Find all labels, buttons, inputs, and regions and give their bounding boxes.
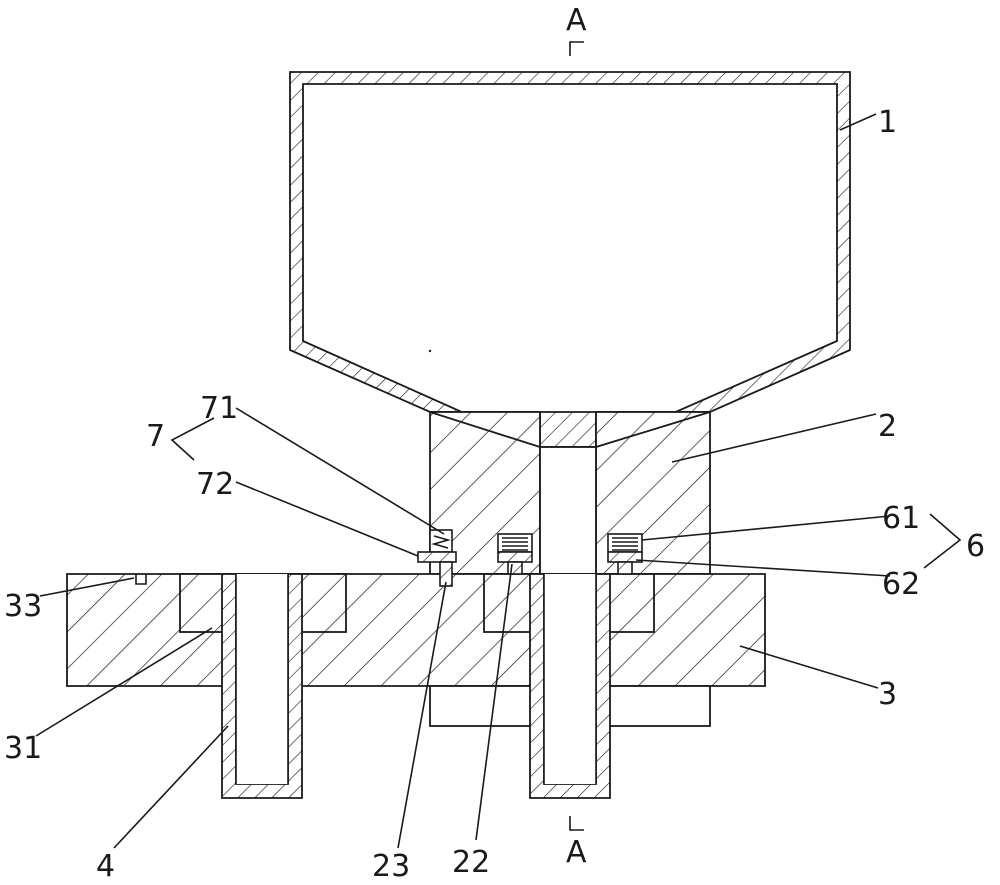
hopper-shell [289, 71, 851, 448]
label-71: 71 [200, 391, 238, 426]
block-funnel-right [595, 411, 711, 449]
label-23: 23 [372, 849, 410, 884]
stray-dot [428, 349, 432, 353]
label-3: 3 [878, 677, 897, 712]
central-channel [539, 446, 597, 575]
block-funnel-left [429, 411, 541, 449]
label-4: 4 [96, 849, 115, 884]
label-7: 7 [146, 419, 165, 454]
mark-33 [135, 574, 147, 585]
label-61: 61 [882, 501, 920, 536]
label-31: 31 [4, 731, 42, 766]
label-2: 2 [878, 409, 897, 444]
label-22: 22 [452, 845, 490, 880]
label-1: 1 [878, 105, 897, 140]
section-mark-top: A [566, 3, 587, 38]
pin-assembly-6 [607, 533, 643, 575]
section-mark-bottom: A [566, 835, 587, 870]
label-33: 33 [4, 589, 42, 624]
pin-assembly-7 [417, 529, 457, 587]
section-mark-bottom-corner [569, 816, 584, 831]
plate-body [66, 573, 766, 687]
tube-right-bore [544, 574, 596, 784]
label-62: 62 [882, 567, 920, 602]
tube-left-bore [236, 574, 288, 784]
label-72: 72 [196, 467, 234, 502]
label-6: 6 [966, 529, 985, 564]
section-mark-top-corner [569, 41, 584, 56]
leader-lines [35, 113, 962, 849]
